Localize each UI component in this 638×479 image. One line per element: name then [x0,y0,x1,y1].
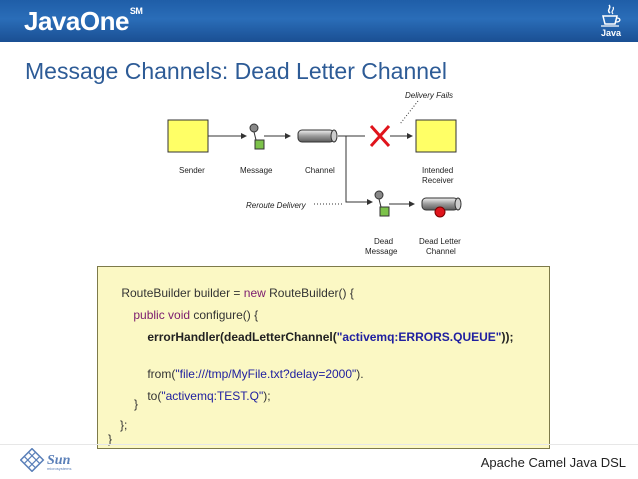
sender-box [167,119,209,153]
code-text: RouteBuilder() { [265,286,354,300]
code-line-1: RouteBuilder builder = new RouteBuilder(… [108,272,354,314]
reroute-path-arrow [345,136,373,205]
java-logo-text: Java [600,28,622,38]
header-bar: JavaOneSM Java [0,0,638,42]
code-line-8: } [108,432,113,446]
code-line-4: from("file:///tmp/MyFile.txt?delay=2000"… [134,353,364,395]
code-text: ). [356,367,364,381]
message-pin-stem [253,131,257,141]
code-string: "activemq:ERRORS.QUEUE" [336,330,502,344]
message-pin-icon [249,123,259,133]
sun-logo-subtext: microsystems [47,466,71,471]
channel-pipe-icon [297,129,335,143]
code-text: RouteBuilder builder = [121,286,244,300]
dead-letter-red-dot-icon [434,206,446,218]
intended-receiver-box [415,119,457,153]
intended-receiver-label-1: Intended [422,166,453,175]
code-text: from( [147,367,176,381]
brand-text: JavaOne [24,6,129,36]
java-cup-icon: Java [598,4,624,38]
code-line-3: errorHandler(deadLetterChannel("activemq… [134,316,513,358]
code-text: to( [147,389,162,403]
javaone-logo: JavaOneSM [24,6,143,37]
reroute-delivery-label: Reroute Delivery [246,201,307,210]
delivery-fails-label: Delivery Fails [405,91,453,100]
dead-message-label-1: Dead [374,237,393,246]
dead-letter-channel-label-1: Dead Letter [419,237,461,246]
sender-label: Sender [179,166,205,175]
intended-receiver-label-2: Receiver [422,176,454,185]
code-text: errorHandler(deadLetterChannel( [147,330,337,344]
footer-caption: Apache Camel Java DSL [480,455,626,470]
sun-logo-text: Sun [47,453,71,468]
delivery-failed-x-icon [369,124,391,148]
sun-microsystems-logo: Sun microsystems [19,447,80,477]
dead-message-pin-icon [374,190,384,200]
code-text: )); [501,330,514,344]
dead-letter-pipe-end [454,197,462,211]
slide-title: Message Channels: Dead Letter Channel [25,58,447,84]
brand-trademark: SM [129,6,143,16]
channel-label: Channel [305,166,335,175]
code-line-6: } [134,397,139,411]
dead-letter-channel-diagram: Delivery Fails Sender Message Channel In… [167,91,462,256]
dead-message-icon [379,206,390,217]
dead-message-pin-stem [378,198,382,208]
message-icon [254,139,265,150]
dead-message-label-2: Message [365,247,398,256]
dead-letter-channel-label-2: Channel [426,247,456,256]
code-block: RouteBuilder builder = new RouteBuilder(… [97,266,550,449]
code-text: ); [263,389,271,403]
delivery-fails-pointer [399,100,419,125]
code-line-7: }; [120,418,128,432]
code-string: "activemq:TEST.Q" [161,389,264,403]
code-keyword: new [243,286,266,300]
code-line-2: public void configure() { [120,294,258,336]
code-keyword: public void [133,308,191,322]
code-line-5: to("activemq:TEST.Q"); [134,375,271,417]
code-text: configure() { [190,308,259,322]
code-string: "file:///tmp/MyFile.txt?delay=2000" [175,367,357,381]
footer-divider [0,444,638,445]
message-label: Message [240,166,273,175]
channel-pipe-end [330,129,338,143]
